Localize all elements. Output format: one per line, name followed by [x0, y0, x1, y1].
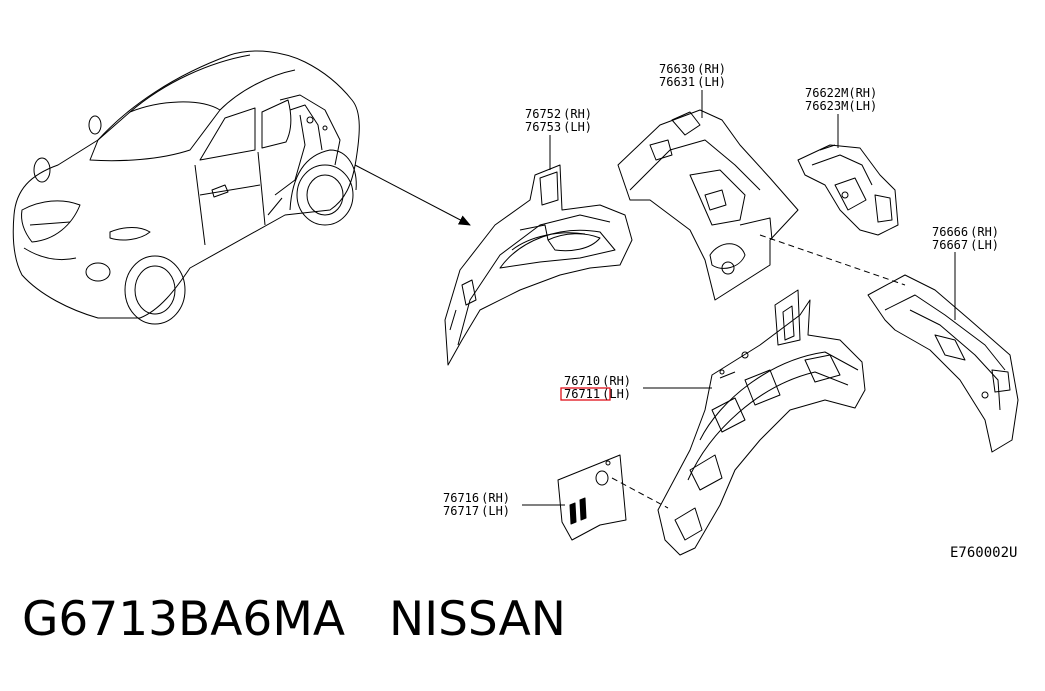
callout-rh-number: 76716 [443, 491, 479, 505]
svg-text:76717(LH): 76717(LH) [443, 504, 510, 518]
car-illustration [12, 50, 360, 325]
callout-76666[interactable]: 76666(RH) 76667(LH) [932, 225, 999, 252]
callout-lh-side: (LH) [481, 504, 510, 518]
svg-text:76752(RH): 76752(RH) [525, 107, 592, 121]
callout-76752[interactable]: 76752(RH) 76753(LH) [525, 107, 592, 134]
svg-text:76666(RH): 76666(RH) [932, 225, 999, 239]
leader-lines [522, 90, 956, 506]
callout-76630[interactable]: 76630(RH) 76631(LH) [659, 62, 726, 89]
svg-text:76623M(LH): 76623M(LH) [805, 99, 877, 113]
callout-lh-number: 76631 [659, 75, 695, 89]
callout-rh-number: 76710 [564, 374, 600, 388]
svg-text:76667(LH): 76667(LH) [932, 238, 999, 252]
svg-text:76711(LH): 76711(LH) [564, 387, 631, 401]
callout-lh-number-highlighted: 76711 [564, 387, 600, 401]
callout-lh-side: (LH) [563, 120, 592, 134]
callout-lh-side: (LH) [697, 75, 726, 89]
part-76710-drawing [657, 289, 866, 556]
callout-rh-number: 76752 [525, 107, 561, 121]
callout-lh-number: 76753 [525, 120, 561, 134]
highlight-box [560, 387, 611, 401]
part-76716-drawing [557, 454, 627, 541]
svg-text:76622M(RH): 76622M(RH) [805, 86, 877, 100]
brand-name: NISSAN [389, 592, 566, 647]
callout-lh-side: (LH) [848, 99, 877, 113]
callout-rh-number: 76666 [932, 225, 968, 239]
callout-rh-side: (RH) [848, 86, 877, 100]
svg-text:76753(LH): 76753(LH) [525, 120, 592, 134]
guide-lines [611, 234, 906, 509]
svg-text:76631(LH): 76631(LH) [659, 75, 726, 89]
pointer-arrow [354, 164, 471, 226]
part-76630-drawing [617, 109, 799, 301]
callout-rh-side: (RH) [970, 225, 999, 239]
callout-rh-number: 76622M [805, 86, 848, 100]
callout-76622[interactable]: 76622M(RH) 76623M(LH) [805, 86, 877, 113]
callout-rh-side: (RH) [602, 374, 631, 388]
part-76622-drawing [797, 144, 899, 236]
callout-rh-number: 76630 [659, 62, 695, 76]
svg-text:76630(RH): 76630(RH) [659, 62, 726, 76]
part-76666-drawing [867, 274, 1019, 453]
callout-rh-side: (RH) [697, 62, 726, 76]
part-76752-drawing [444, 164, 633, 366]
svg-text:76716(RH): 76716(RH) [443, 491, 510, 505]
callout-rh-side: (RH) [563, 107, 592, 121]
callout-76716[interactable]: 76716(RH) 76717(LH) [443, 491, 510, 518]
callout-76710[interactable]: 76710(RH) 76711(LH) [560, 374, 631, 401]
callout-lh-number: 76667 [932, 238, 968, 252]
callout-lh-number: 76623M [805, 99, 848, 113]
part-number: G6713BA6MA [22, 592, 346, 647]
callout-rh-side: (RH) [481, 491, 510, 505]
diagram-id: E760002U [950, 545, 1017, 561]
callout-lh-side: (LH) [970, 238, 999, 252]
callout-lh-number: 76717 [443, 504, 479, 518]
svg-text:76710(RH): 76710(RH) [564, 374, 631, 388]
callout-lh-side: (LH) [602, 387, 631, 401]
